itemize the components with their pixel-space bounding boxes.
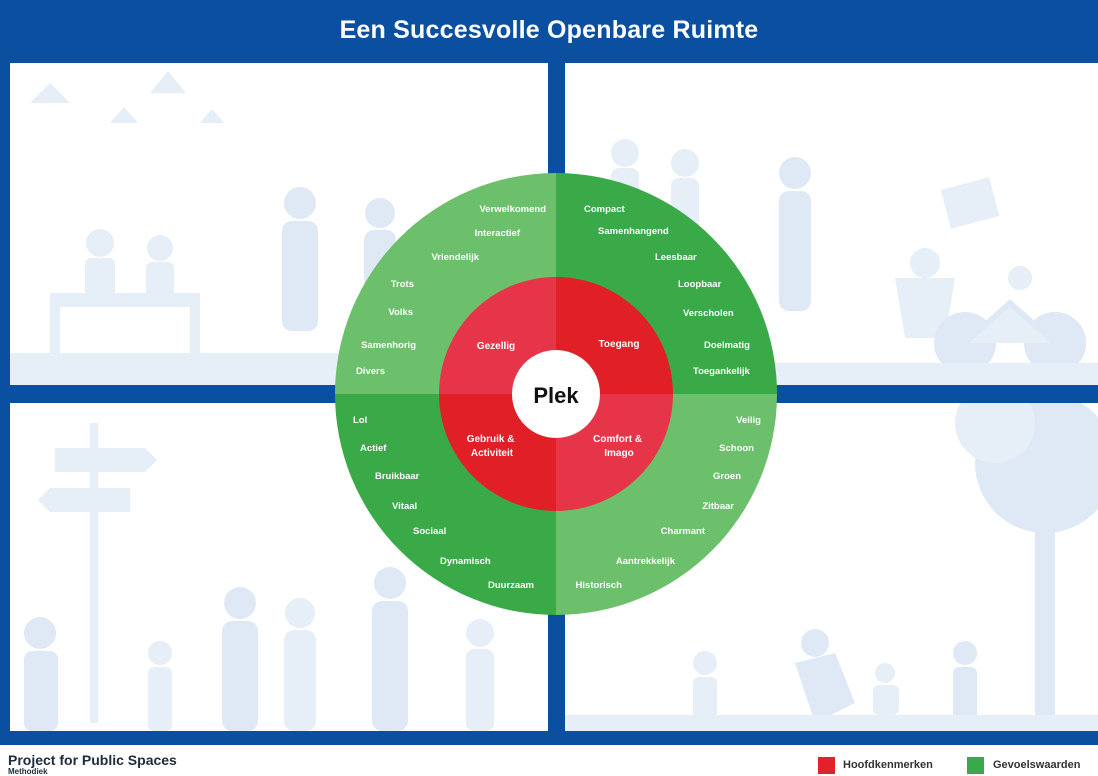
legend-label-gevoelswaarden: Gevoelswaarden (993, 759, 1081, 771)
footer-subtitle: Methodiek (8, 767, 48, 776)
silhouette-park-image (565, 403, 1098, 731)
panel-top-right (565, 63, 1098, 385)
panel-top-left (10, 63, 548, 385)
panel-bottom-left (10, 403, 548, 731)
panel-bottom-right (565, 403, 1098, 731)
silhouette-benches-image (10, 71, 548, 385)
footer-org: Project for Public Spaces (8, 752, 177, 768)
legend-label-hoofdkenmerken: Hoofdkenmerken (843, 759, 933, 771)
legend-swatch-gevoelswaarden (967, 757, 984, 774)
silhouette-crowd-cyclist-image (565, 139, 1098, 385)
silhouette-signpost-people-image (24, 423, 494, 731)
page-title: Een Succesvolle Openbare Ruimte (339, 16, 759, 44)
legend-swatch-hoofdkenmerken (818, 757, 835, 774)
